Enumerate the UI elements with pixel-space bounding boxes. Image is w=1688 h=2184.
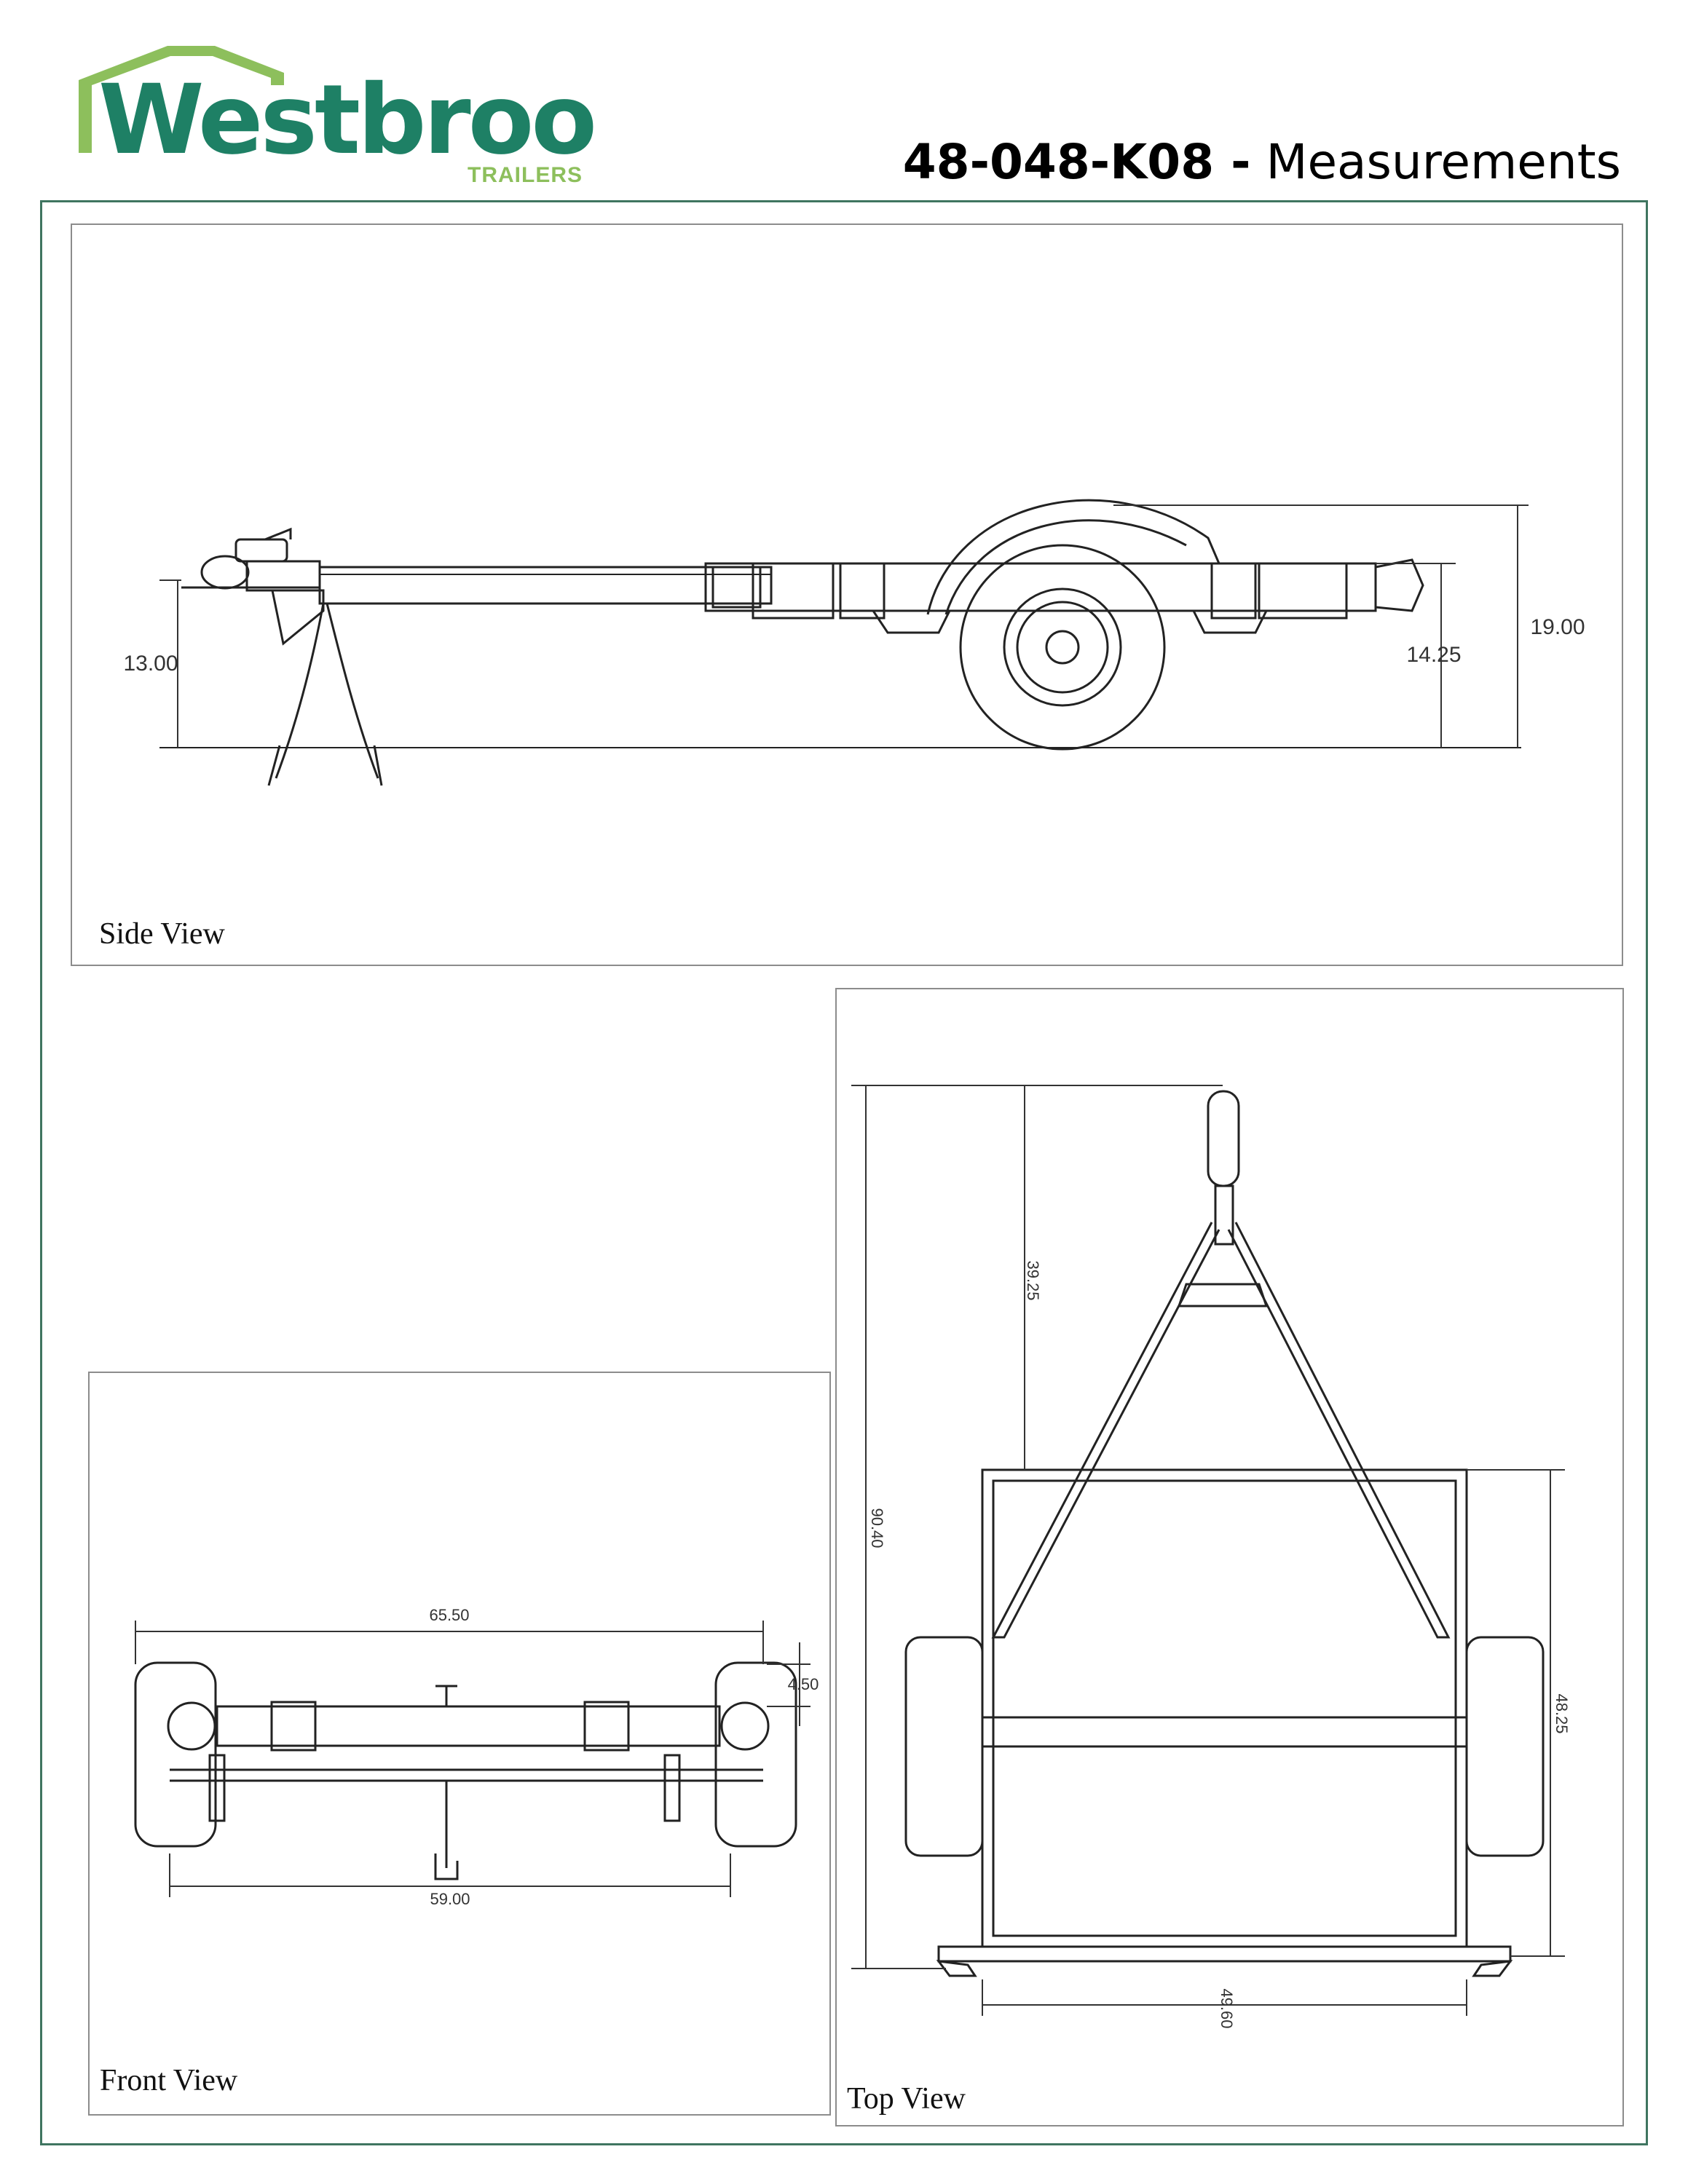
right-top-wheel bbox=[1465, 1636, 1545, 1857]
main-frame bbox=[704, 562, 1377, 612]
right-wheel bbox=[714, 1661, 797, 1848]
top-dim-deck-width: 49.60 bbox=[1218, 1988, 1236, 2028]
wheel bbox=[959, 544, 1166, 751]
safety-chains bbox=[267, 603, 383, 786]
left-top-wheel bbox=[904, 1636, 984, 1857]
top-dim-tongue-length: 39.25 bbox=[1024, 1260, 1042, 1300]
side-dim-frame-height: 14.25 bbox=[1406, 643, 1461, 667]
top-dim-deck-length: 48.25 bbox=[1553, 1693, 1571, 1733]
page-frame bbox=[40, 200, 1648, 2145]
logo-wordmark: Westbrook bbox=[98, 64, 597, 176]
westbrook-logo: Westbrook TRAILERS bbox=[79, 46, 597, 187]
top-dim-overall-length: 90.40 bbox=[868, 1508, 886, 1548]
rear-bumper bbox=[937, 1945, 1512, 1963]
title-text: Measurements bbox=[1266, 134, 1622, 190]
left-wheel bbox=[134, 1661, 217, 1848]
a-frame-left bbox=[991, 1222, 1220, 1639]
front-dim-overall-width: 65.50 bbox=[429, 1606, 469, 1624]
front-dim-track-width: 59.00 bbox=[430, 1890, 470, 1908]
front-view-label: Front View bbox=[100, 2064, 238, 2097]
top-coupler bbox=[1207, 1090, 1240, 1187]
top-view-panel: 39.25 90.40 48.25 49.60 Top View bbox=[835, 988, 1624, 2126]
side-dim-tongue-height: 13.00 bbox=[123, 652, 178, 676]
top-view-drawing: 39.25 90.40 48.25 49.60 bbox=[851, 1085, 1571, 2029]
coupler bbox=[245, 560, 321, 592]
front-crossmember bbox=[216, 1705, 721, 1747]
model-code: 48-048-K08 - bbox=[902, 134, 1251, 190]
side-dim-fender-height: 19.00 bbox=[1530, 615, 1585, 639]
front-dim-fender-drop: 4.50 bbox=[788, 1675, 819, 1693]
left-lamp bbox=[167, 1701, 216, 1751]
page-title: 48-048-K08 - Measurements bbox=[903, 138, 1621, 186]
top-view-label: Top View bbox=[847, 2082, 966, 2116]
chain-bracket bbox=[271, 589, 325, 646]
front-view-panel: 65.50 4.50 59.00 Front View bbox=[88, 1372, 831, 2116]
side-view-drawing: 13.00 14.25 19.00 bbox=[123, 499, 1585, 786]
front-view-drawing: 65.50 4.50 59.00 bbox=[134, 1606, 819, 1908]
side-view-label: Side View bbox=[99, 917, 225, 951]
logo-tagline: TRAILERS bbox=[468, 163, 583, 187]
fender bbox=[926, 499, 1220, 615]
right-lamp bbox=[720, 1701, 770, 1751]
tongue-beam bbox=[318, 566, 773, 605]
tail-light bbox=[1374, 558, 1424, 612]
side-view-panel: 13.00 14.25 19.00 Side View bbox=[71, 223, 1623, 966]
a-frame-right bbox=[1227, 1222, 1451, 1639]
